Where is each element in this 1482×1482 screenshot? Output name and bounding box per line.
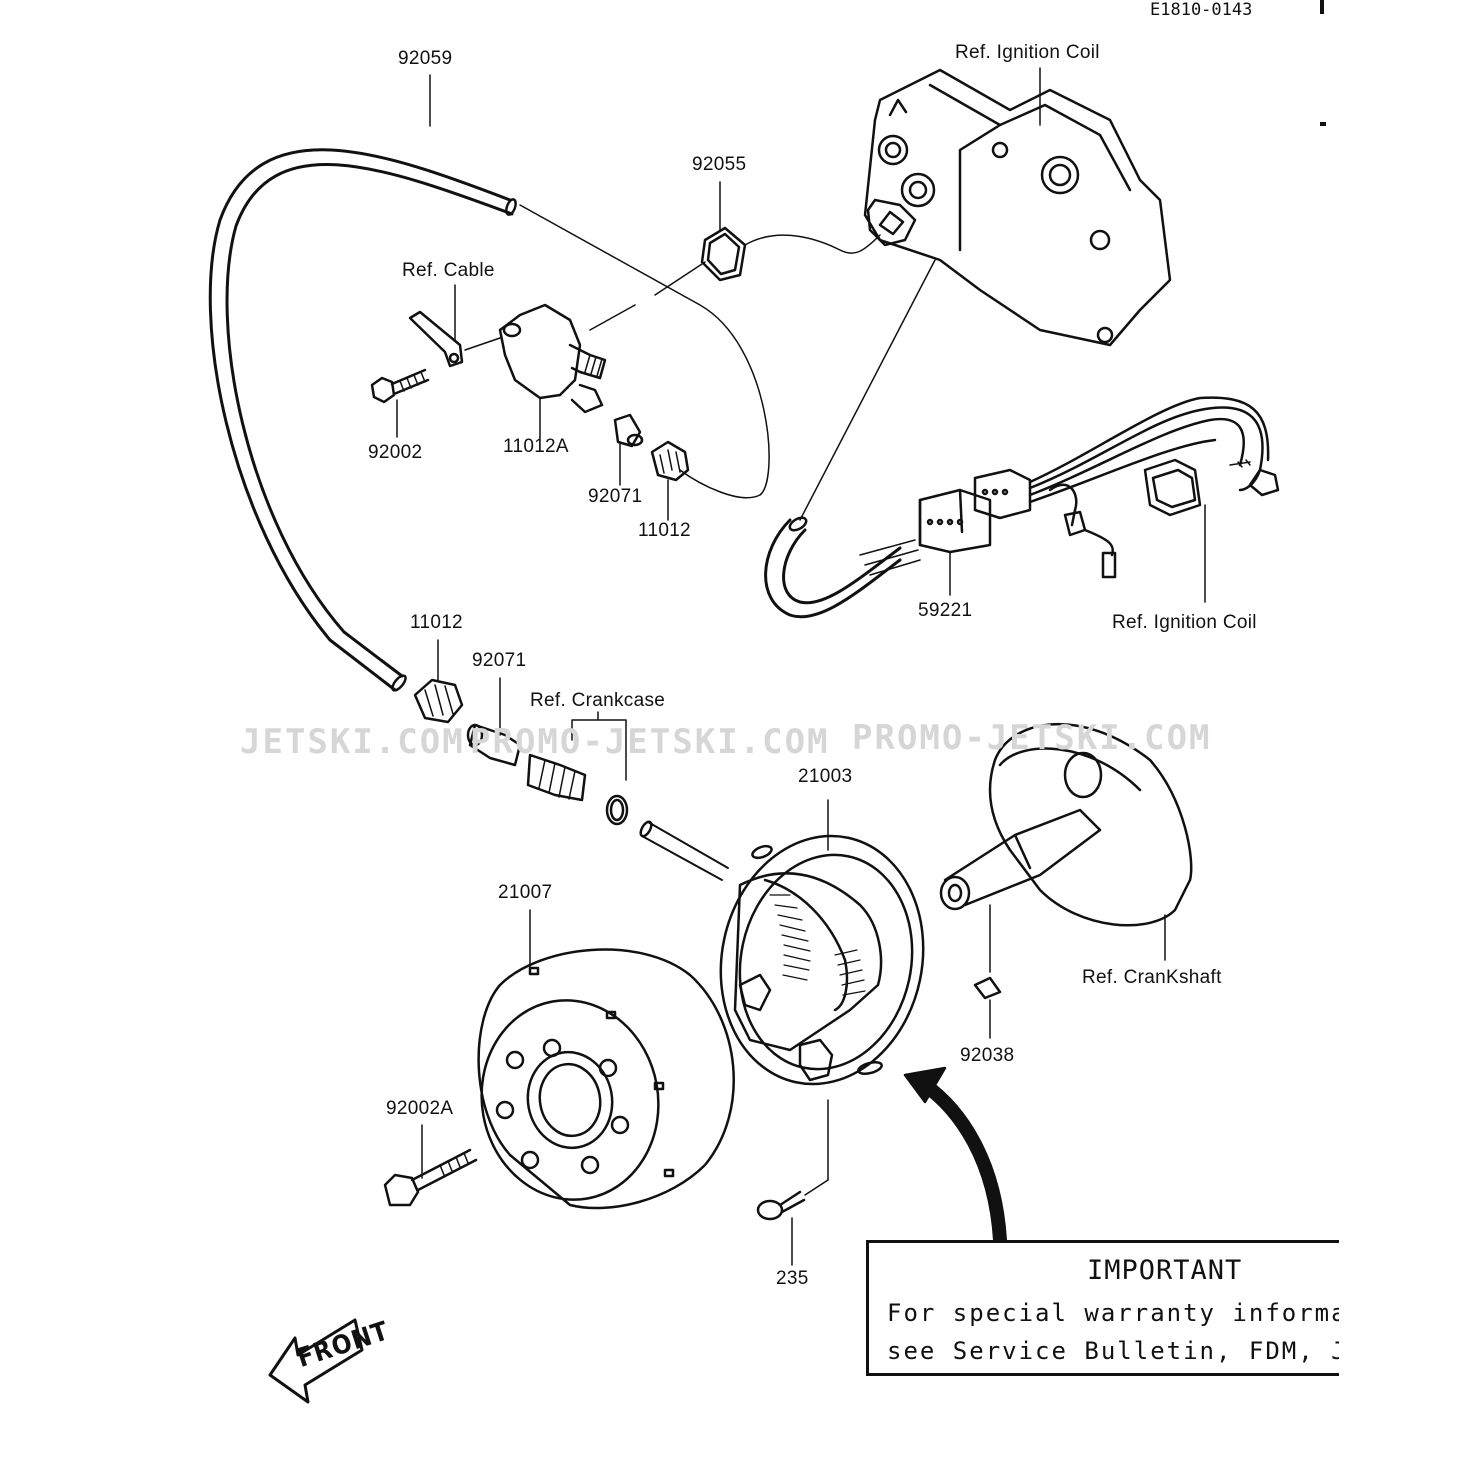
bolt-92002A: [383, 1124, 478, 1207]
label-92002A: 92002A: [386, 1098, 454, 1119]
label-92038: 92038: [960, 1045, 1015, 1066]
label-11012-top: 11012: [638, 520, 691, 541]
cover-11012A: [498, 303, 607, 439]
grommet-92071-top: [613, 413, 644, 486]
label-11012-mid: 11012: [410, 612, 463, 633]
screw-235: [756, 1099, 829, 1266]
cable-bracket: [408, 284, 501, 368]
bolt-92002: [370, 368, 430, 438]
label-21007: 21007: [498, 882, 553, 903]
watermark-2: PROMO-JETSKI.COM: [470, 722, 830, 762]
watermark-3: PROMO-JETSKI.COM: [852, 718, 1212, 758]
document-id: E1810-0143: [1150, 0, 1253, 20]
fitting-ref-crankcase: [526, 711, 629, 826]
crankshaft-ref: [939, 722, 1193, 1039]
label-92071-top: 92071: [588, 486, 643, 507]
label-92002: 92002: [368, 442, 423, 463]
label-ref-crankshaft: Ref. CranKshaft: [1082, 967, 1222, 988]
grommet-92071-mid: [466, 677, 522, 767]
label-ref-ignition-coil-bottom: Ref. Ignition Coil: [1112, 612, 1257, 633]
label-92055: 92055: [692, 154, 747, 175]
ignition-coil-housing: [863, 67, 1172, 347]
label-ref-crankcase: Ref. Crankcase: [530, 690, 666, 711]
important-line-2: see Service Bulletin, FDM, JS: [887, 1337, 1339, 1365]
flywheel-21007: [477, 909, 735, 1210]
label-ref-ignition-coil-top: Ref. Ignition Coil: [955, 42, 1100, 63]
label-ref-cable: Ref. Cable: [402, 260, 495, 281]
label-92071-mid: 92071: [472, 650, 527, 671]
important-line-1: For special warranty informat: [887, 1299, 1339, 1327]
watermark-1: JETSKI.COM: [240, 722, 465, 762]
pointer-arrow: [903, 1066, 1007, 1247]
important-title: IMPORTANT: [1087, 1255, 1243, 1286]
stator-21003: [719, 799, 925, 1086]
important-notice: IMPORTANT For special warranty informat …: [866, 1240, 1339, 1376]
wire-harness: [764, 259, 1280, 619]
label-235: 235: [776, 1268, 809, 1289]
label-21003: 21003: [798, 766, 853, 787]
cap-11012-top: [650, 440, 690, 521]
label-11012A: 11012A: [503, 436, 569, 457]
label-59221: 59221: [918, 600, 973, 621]
cap-11012-mid: [413, 639, 464, 724]
label-92059: 92059: [398, 48, 453, 69]
front-arrow: [268, 1318, 364, 1404]
gasket-92055: [589, 181, 881, 331]
cable-92059: [208, 74, 517, 692]
